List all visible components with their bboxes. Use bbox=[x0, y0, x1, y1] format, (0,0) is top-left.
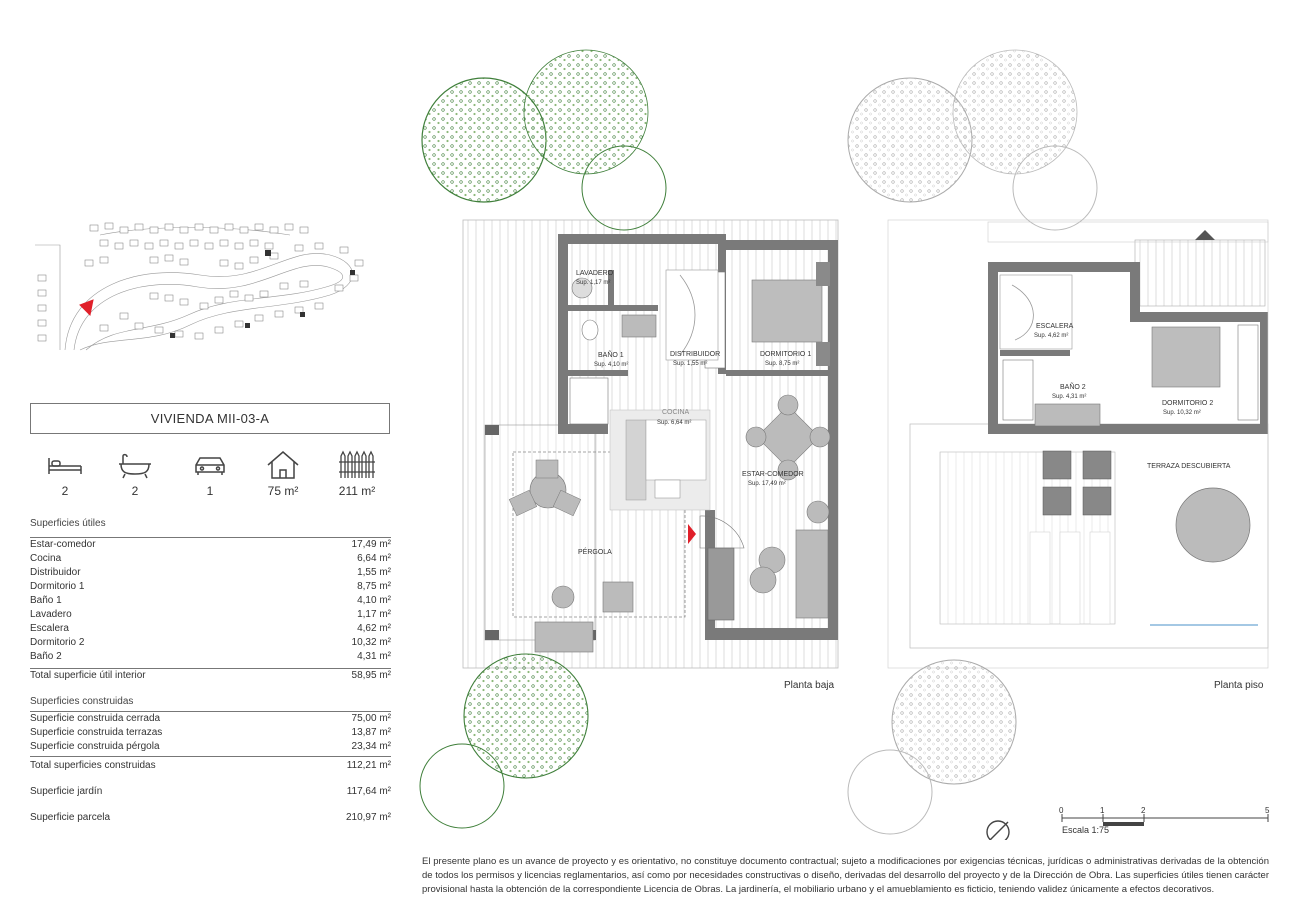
unit-title: VIVIENDA MII-03-A bbox=[30, 403, 390, 434]
floor-plan: LAVADERO Sup. 1,17 m² BAÑO 1 Sup. 4,10 m… bbox=[419, 49, 1269, 840]
feature-built-area: 75 m² bbox=[248, 450, 318, 498]
dormitorio1-label: DORMITORIO 1 bbox=[760, 351, 811, 358]
area-label: Superficie construida cerrada bbox=[30, 711, 309, 726]
svg-text:Sup. 8,75 m²: Sup. 8,75 m² bbox=[765, 361, 799, 367]
feature-parking: 1 bbox=[175, 450, 245, 498]
area-value: 6,64 m² bbox=[357, 553, 391, 564]
lavadero-label: LAVADERO bbox=[576, 270, 614, 277]
car-icon bbox=[195, 457, 225, 475]
bano1-label: BAÑO 1 bbox=[598, 350, 624, 359]
area-label: Lavadero bbox=[30, 609, 72, 620]
feature-bedrooms: 2 bbox=[30, 450, 100, 498]
cocina-label: COCINA bbox=[662, 409, 690, 416]
area-row: Superficie construida pérgola 23,34 m² bbox=[30, 740, 391, 754]
area-label: Dormitorio 1 bbox=[30, 581, 85, 592]
escalera-label: ESCALERA bbox=[1036, 323, 1074, 330]
area-label: Escalera bbox=[30, 623, 69, 634]
area-label: Superficie construida pérgola bbox=[30, 741, 160, 752]
area-value: 4,10 m² bbox=[357, 595, 391, 606]
area-label: Baño 2 bbox=[30, 651, 62, 662]
pergola-label: PÉRGOLA bbox=[578, 547, 612, 556]
built-areas-title: Superficies construidas bbox=[30, 696, 134, 707]
entrance-marker bbox=[688, 524, 696, 544]
disclaimer-text: El presente plano es un avance de proyec… bbox=[422, 856, 1269, 895]
scale-tick: 1 bbox=[1100, 806, 1105, 815]
area-value: 1,55 m² bbox=[357, 567, 391, 578]
area-row: Escalera 4,62 m² bbox=[30, 622, 391, 636]
area-value: 10,32 m² bbox=[351, 637, 391, 648]
scale-tick: 0 bbox=[1059, 806, 1064, 815]
useful-areas-title: Superficies útiles bbox=[30, 518, 106, 529]
bano2-label: BAÑO 2 bbox=[1060, 382, 1086, 391]
fence-icon bbox=[339, 450, 375, 478]
unit-location-marker bbox=[79, 299, 94, 317]
area-label: Baño 1 bbox=[30, 595, 62, 606]
area-row: Dormitorio 1 8,75 m² bbox=[30, 580, 391, 594]
feature-bathrooms: 2 bbox=[100, 450, 170, 498]
area-row: Superficie construida terrazas 13,87 m² bbox=[30, 726, 391, 740]
dormitorio2-label: DORMITORIO 2 bbox=[1162, 400, 1213, 407]
terraza-label: TERRAZA DESCUBIERTA bbox=[1147, 463, 1231, 470]
svg-text:Sup. 1,17 m²: Sup. 1,17 m² bbox=[576, 280, 610, 286]
bed-icon bbox=[48, 458, 82, 474]
ground-floor-label: Planta baja bbox=[784, 680, 835, 691]
scale-tick: 2 bbox=[1141, 806, 1146, 815]
area-row: Distribuidor 1,55 m² bbox=[30, 566, 391, 580]
area-label: Distribuidor bbox=[30, 567, 81, 578]
bathtub-icon bbox=[119, 453, 151, 479]
divider bbox=[30, 756, 391, 757]
area-value: 4,31 m² bbox=[357, 651, 391, 662]
area-label: Dormitorio 2 bbox=[30, 637, 85, 648]
scale-tick: 5 bbox=[1265, 806, 1270, 815]
site-map bbox=[30, 215, 392, 355]
svg-text:Sup. 17,49 m²: Sup. 17,49 m² bbox=[748, 481, 786, 487]
area-label: Superficie construida terrazas bbox=[30, 727, 163, 738]
area-value: 13,87 m² bbox=[351, 727, 391, 738]
area-value: 17,49 m² bbox=[255, 537, 391, 552]
svg-text:Sup. 1,55 m²: Sup. 1,55 m² bbox=[673, 361, 707, 367]
area-value: 23,34 m² bbox=[351, 741, 391, 752]
distribuidor-label: DISTRIBUIDOR bbox=[670, 351, 720, 358]
scale-label: Escala 1:75 bbox=[1062, 825, 1110, 835]
svg-text:Sup. 10,32 m²: Sup. 10,32 m² bbox=[1163, 410, 1201, 416]
svg-text:Sup. 4,10 m²: Sup. 4,10 m² bbox=[594, 362, 628, 368]
upper-floor-label: Planta piso bbox=[1214, 680, 1264, 691]
svg-text:Sup. 4,31 m²: Sup. 4,31 m² bbox=[1052, 394, 1086, 400]
svg-text:Sup. 4,62 m²: Sup. 4,62 m² bbox=[1034, 333, 1068, 339]
area-row: Baño 2 4,31 m² bbox=[30, 650, 391, 664]
area-row: Baño 1 4,10 m² bbox=[30, 594, 391, 608]
area-value: 1,17 m² bbox=[357, 609, 391, 620]
divider bbox=[30, 668, 391, 669]
area-value: 4,62 m² bbox=[357, 623, 391, 634]
area-value: 75,00 m² bbox=[308, 711, 391, 726]
feature-plot-area: 211 m² bbox=[322, 450, 392, 498]
svg-text:Sup. 6,64 m²: Sup. 6,64 m² bbox=[657, 420, 691, 426]
estar-label: ESTAR-COMEDOR bbox=[742, 471, 804, 478]
area-row: Lavadero 1,17 m² bbox=[30, 608, 391, 622]
area-row: Dormitorio 2 10,32 m² bbox=[30, 636, 391, 650]
area-value: 8,75 m² bbox=[357, 581, 391, 592]
area-row: Cocina 6,64 m² bbox=[30, 552, 391, 566]
area-label: Estar-comedor bbox=[30, 537, 256, 552]
area-label: Cocina bbox=[30, 553, 62, 564]
house-icon bbox=[267, 451, 299, 479]
